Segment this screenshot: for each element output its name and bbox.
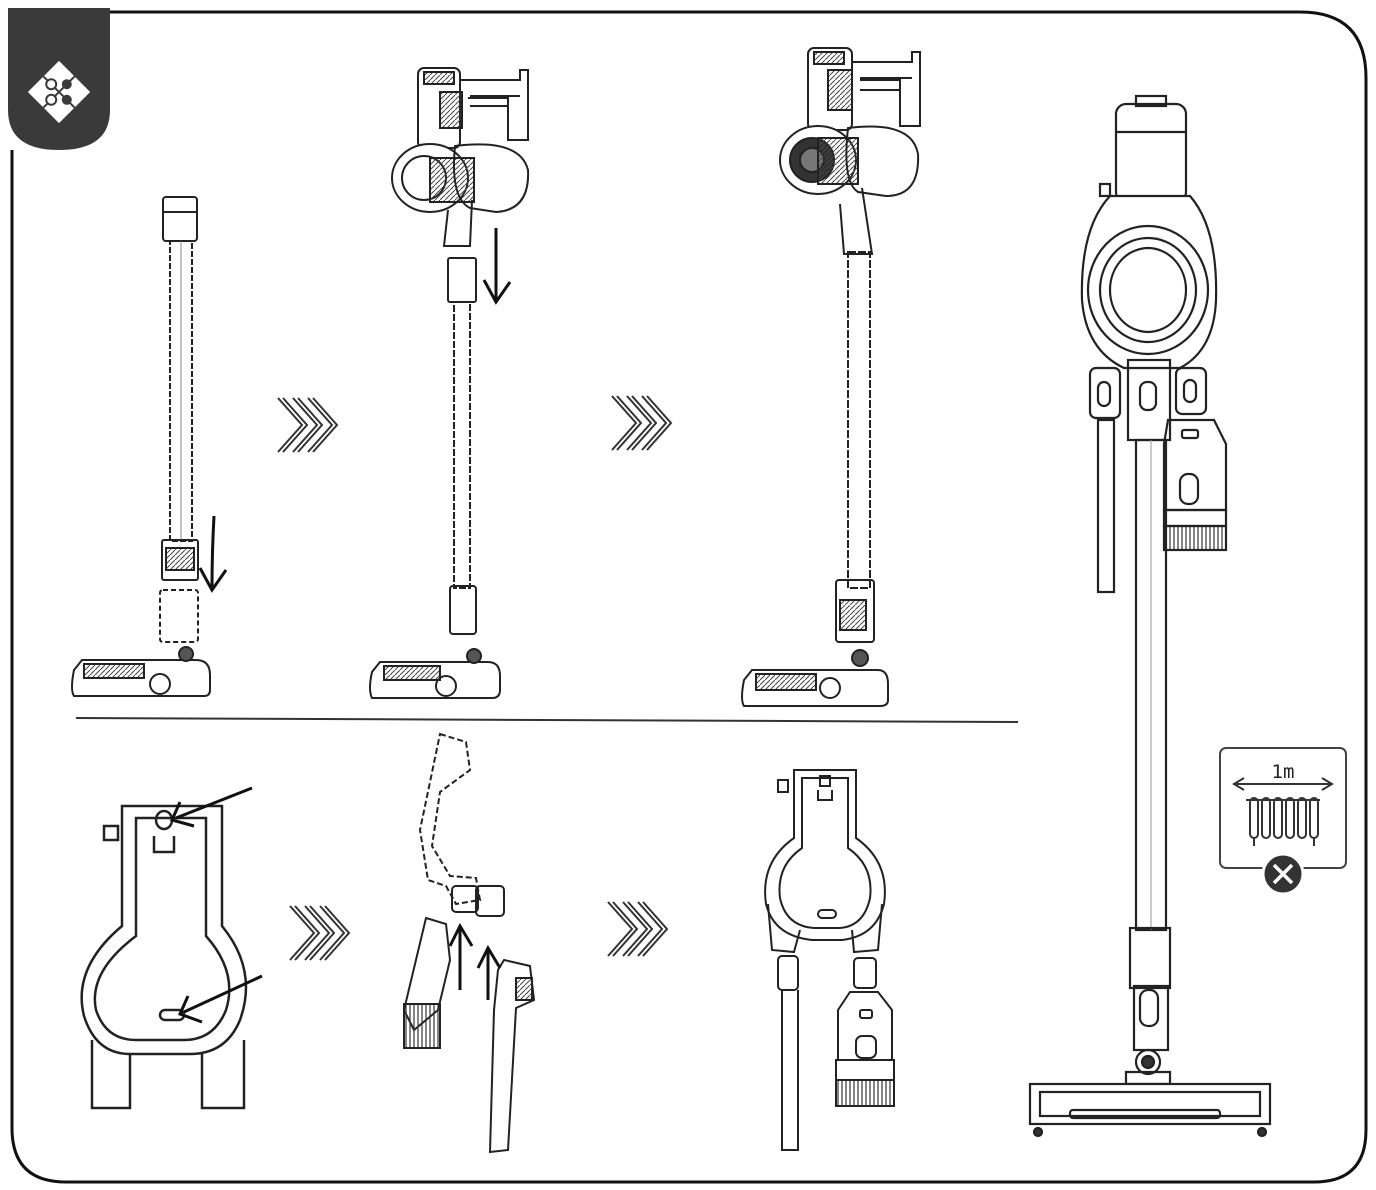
puzzle-badge (8, 8, 110, 150)
distance-label: 1m (1272, 761, 1295, 783)
row-divider (75, 717, 1019, 723)
page-frame (10, 10, 1368, 1184)
down-arrow (482, 228, 512, 305)
step-tube-into-floor-head (71, 196, 211, 697)
screw-arrow (169, 786, 263, 1024)
next-step-chevron (611, 395, 673, 451)
assembled-vacuum (741, 47, 921, 707)
bracket-with-accessories (764, 769, 895, 1151)
next-step-chevron (277, 397, 339, 453)
next-step-chevron (607, 901, 669, 957)
radiator-clearance-sign: 1m (1219, 747, 1347, 896)
up-arrow (448, 922, 502, 1000)
vacuum-on-wall-mount (1028, 94, 1272, 1138)
down-arrow (198, 515, 228, 593)
radiator-icon (1246, 797, 1320, 846)
wall-bracket-screw-points (80, 804, 248, 1110)
accessories-attach (402, 732, 536, 1154)
step-body-onto-tube (369, 67, 530, 699)
distance-arrow (1232, 777, 1334, 791)
x-circle-icon (1261, 852, 1305, 896)
next-step-chevron (289, 905, 351, 961)
